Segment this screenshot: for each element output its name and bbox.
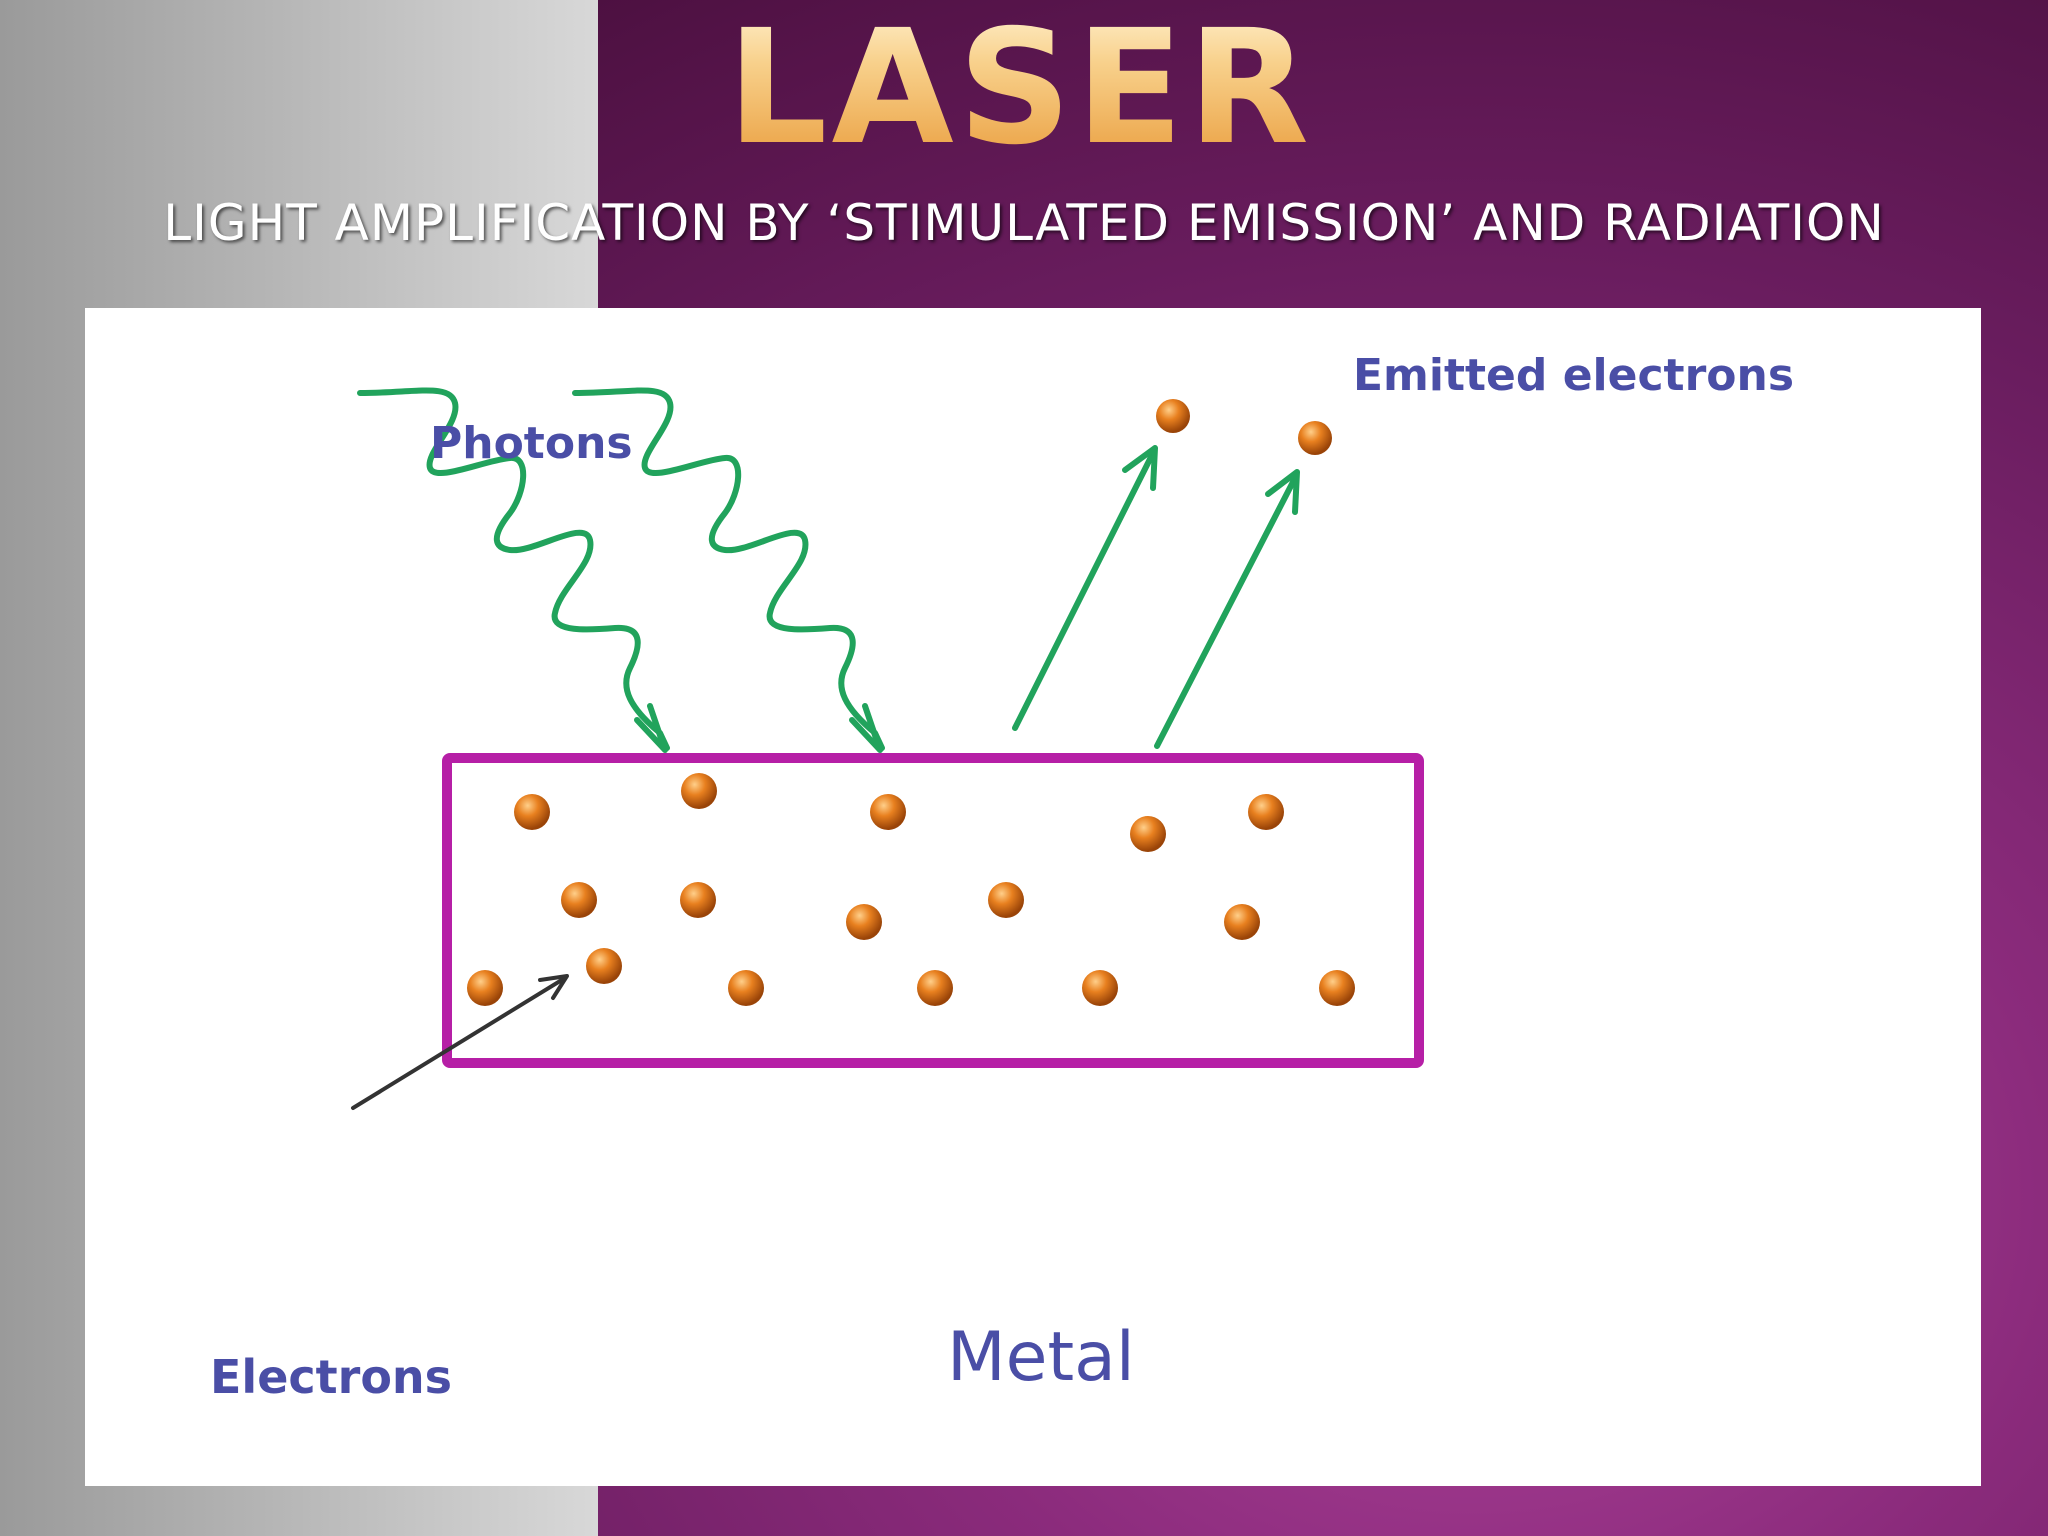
emitted-electrons-label: Emitted electrons <box>1353 350 1795 401</box>
photon-wave-2 <box>572 387 885 753</box>
electron <box>917 970 953 1006</box>
title-block: LASER <box>720 2 1320 174</box>
electron <box>846 904 882 940</box>
photoelectric-diagram <box>351 387 1424 1110</box>
metal-label: Metal <box>947 1318 1135 1397</box>
electron <box>514 794 550 830</box>
slide-subtitle: LIGHT AMPLIFICATION BY ‘STIMULATED EMISS… <box>163 194 1885 252</box>
electron <box>561 882 597 918</box>
electron <box>1248 794 1284 830</box>
electron <box>681 773 717 809</box>
emission-arrow-2 <box>1154 469 1300 749</box>
metal-block <box>442 753 1424 1068</box>
metal-electrons <box>467 773 1355 1006</box>
electron <box>586 948 622 984</box>
electron <box>467 970 503 1006</box>
electron <box>1224 904 1260 940</box>
photon-wave-1 <box>357 387 670 753</box>
emitted-electron <box>1298 421 1332 455</box>
electron <box>728 970 764 1006</box>
electron <box>680 882 716 918</box>
emitted-electron <box>1156 399 1190 433</box>
electron <box>870 794 906 830</box>
electron <box>1319 970 1355 1006</box>
electrons-label: Electrons <box>210 1350 453 1404</box>
electron <box>1130 816 1166 852</box>
electron <box>988 882 1024 918</box>
electron-pointer-arrow <box>351 974 569 1110</box>
emission-arrow-1 <box>1012 445 1158 731</box>
electron <box>1082 970 1118 1006</box>
photons-label: Photons <box>430 418 633 469</box>
diagram-panel: Photons Emitted electrons Electrons Meta… <box>85 308 1981 1486</box>
slide-title: LASER <box>720 2 1320 174</box>
